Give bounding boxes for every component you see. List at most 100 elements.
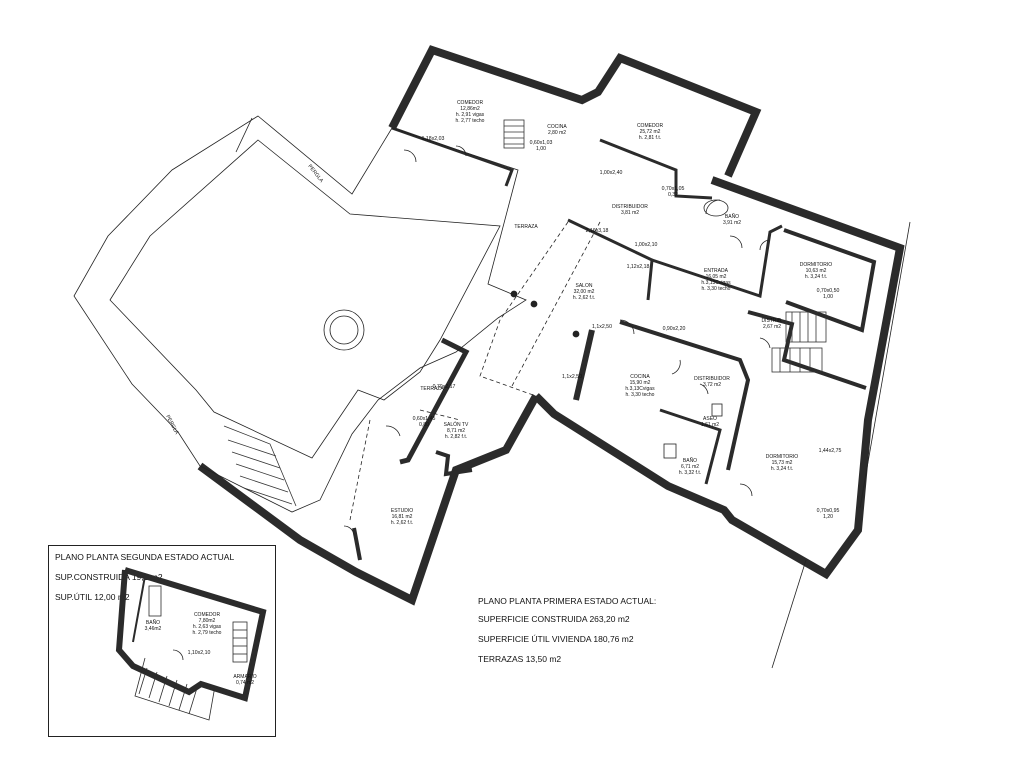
- fountain-inner: [329, 315, 359, 345]
- svg-text:SALÓN TV8,71 m2h. 2,82 f.t.: SALÓN TV8,71 m2h. 2,82 f.t.: [444, 421, 469, 440]
- svg-text:TERRAZA: TERRAZA: [420, 386, 444, 392]
- svg-text:0,80: 0,80: [419, 422, 429, 428]
- salon-dash-2: [511, 221, 601, 387]
- wall-inner-2: [651, 224, 783, 298]
- door-2: [455, 145, 467, 157]
- svg-text:0,70x0,50: 0,70x0,50: [817, 288, 840, 294]
- wall-inner-8: [599, 138, 713, 200]
- wall-inner-11: [352, 527, 362, 561]
- wall-inner-9: [399, 337, 470, 465]
- wall-inner-7: [659, 408, 722, 485]
- second-floor-built: SUP.CONSTRUIDA 19,2 m2: [55, 572, 163, 582]
- door-5: [619, 319, 635, 335]
- dimension-labels: 1,18x2,03 0,60x1,03 1,00 1,00x2,40 0,70x…: [413, 136, 842, 520]
- plot-line-left: [235, 117, 253, 153]
- svg-text:0,90x2,20: 0,90x2,20: [663, 326, 686, 332]
- room-name: COMEDOR: [457, 100, 484, 106]
- fountain-outer: [323, 309, 365, 351]
- door-6: [671, 359, 681, 375]
- svg-text:0,60x1,03: 0,60x1,03: [530, 140, 553, 146]
- door-10: [343, 525, 355, 537]
- estudio-dash: [349, 419, 371, 521]
- door-4: [759, 239, 771, 251]
- second-floor-title: PLANO PLANTA SEGUNDA ESTADO ACTUAL: [55, 552, 235, 562]
- second-floor-dimension: 1,10x2,10: [188, 650, 211, 656]
- door-3: [729, 235, 743, 249]
- door-11: [699, 383, 709, 395]
- column-2: [530, 300, 538, 308]
- svg-text:1,1x2,50: 1,1x2,50: [592, 324, 612, 330]
- door-1: [403, 149, 417, 163]
- column-3: [572, 330, 580, 338]
- wall-inner-10: [435, 450, 473, 477]
- pergola-inner: [109, 139, 501, 459]
- door-7: [739, 483, 753, 497]
- svg-text:1,20: 1,20: [823, 514, 833, 520]
- wall-inner-6: [783, 228, 877, 333]
- summary-useful: SUPERFICIE ÚTIL VIVIENDA 180,76 m2: [478, 634, 634, 644]
- wall-comedor-top-left-w: [391, 126, 514, 187]
- toilet-aseo: [711, 403, 723, 417]
- svg-text:1,00: 1,00: [823, 294, 833, 300]
- door-8: [759, 337, 771, 349]
- wall-bottom-wing: [197, 394, 540, 606]
- svg-text:TERRAZA: TERRAZA: [514, 224, 538, 230]
- second-floor-useful: SUP.ÚTIL 12,00 m2: [55, 592, 130, 602]
- svg-text:1,1x2,50: 1,1x2,50: [562, 374, 582, 380]
- second-floor-wall-top: [115, 567, 267, 702]
- svg-text:2,16x3,18: 2,16x3,18: [586, 228, 609, 234]
- svg-text:1,18x2,03: 1,18x2,03: [422, 136, 445, 142]
- wall-comedor-top-left: [388, 45, 762, 178]
- salon-dash-1: [479, 221, 569, 397]
- svg-text:0,32: 0,32: [668, 192, 678, 198]
- door-9: [385, 425, 401, 437]
- column-1: [510, 290, 518, 298]
- svg-text:1,12x2,18: 1,12x2,18: [627, 264, 650, 270]
- walls: [197, 45, 905, 606]
- summary-terraces: TERRAZAS 13,50 m2: [478, 654, 562, 664]
- svg-text:0,70x0,95: 0,70x0,95: [817, 508, 840, 514]
- svg-text:0,70x1,05: 0,70x1,05: [662, 186, 685, 192]
- summary-title: PLANO PLANTA PRIMERA ESTADO ACTUAL:: [478, 596, 657, 606]
- wall-inner-3: [619, 320, 751, 471]
- summary-built: SUPERFICIE CONSTRUIDA 263,20 m2: [478, 614, 630, 624]
- stairs-left: [223, 425, 297, 507]
- wall-inner-4: [573, 329, 595, 401]
- thin-lines: [73, 115, 911, 669]
- svg-text:1,00x2,10: 1,00x2,10: [635, 242, 658, 248]
- svg-text:DISTRIB.2,67 m2: DISTRIB.2,67 m2: [761, 318, 782, 330]
- pergola-outline: [73, 115, 527, 513]
- svg-text:1,44x2,75: 1,44x2,75: [819, 448, 842, 454]
- stairs-top: [503, 119, 525, 149]
- svg-text:1,00x2,40: 1,00x2,40: [600, 170, 623, 176]
- second-floor-plan-box: PLANO PLANTA SEGUNDA ESTADO ACTUAL SUP.C…: [48, 545, 276, 737]
- wall-right-wing: [533, 176, 905, 580]
- pergola-label-left: PERGLA: [164, 414, 179, 436]
- stairs-right: [771, 311, 827, 373]
- svg-text:1,00: 1,00: [536, 146, 546, 152]
- bathtub-top: [703, 199, 729, 217]
- svg-text:0,60x1,45: 0,60x1,45: [413, 416, 436, 422]
- sink-center: [663, 443, 677, 459]
- plot-line-bottom-right: [771, 559, 807, 669]
- svg-text:0,70x2,17: 0,70x2,17: [433, 384, 456, 390]
